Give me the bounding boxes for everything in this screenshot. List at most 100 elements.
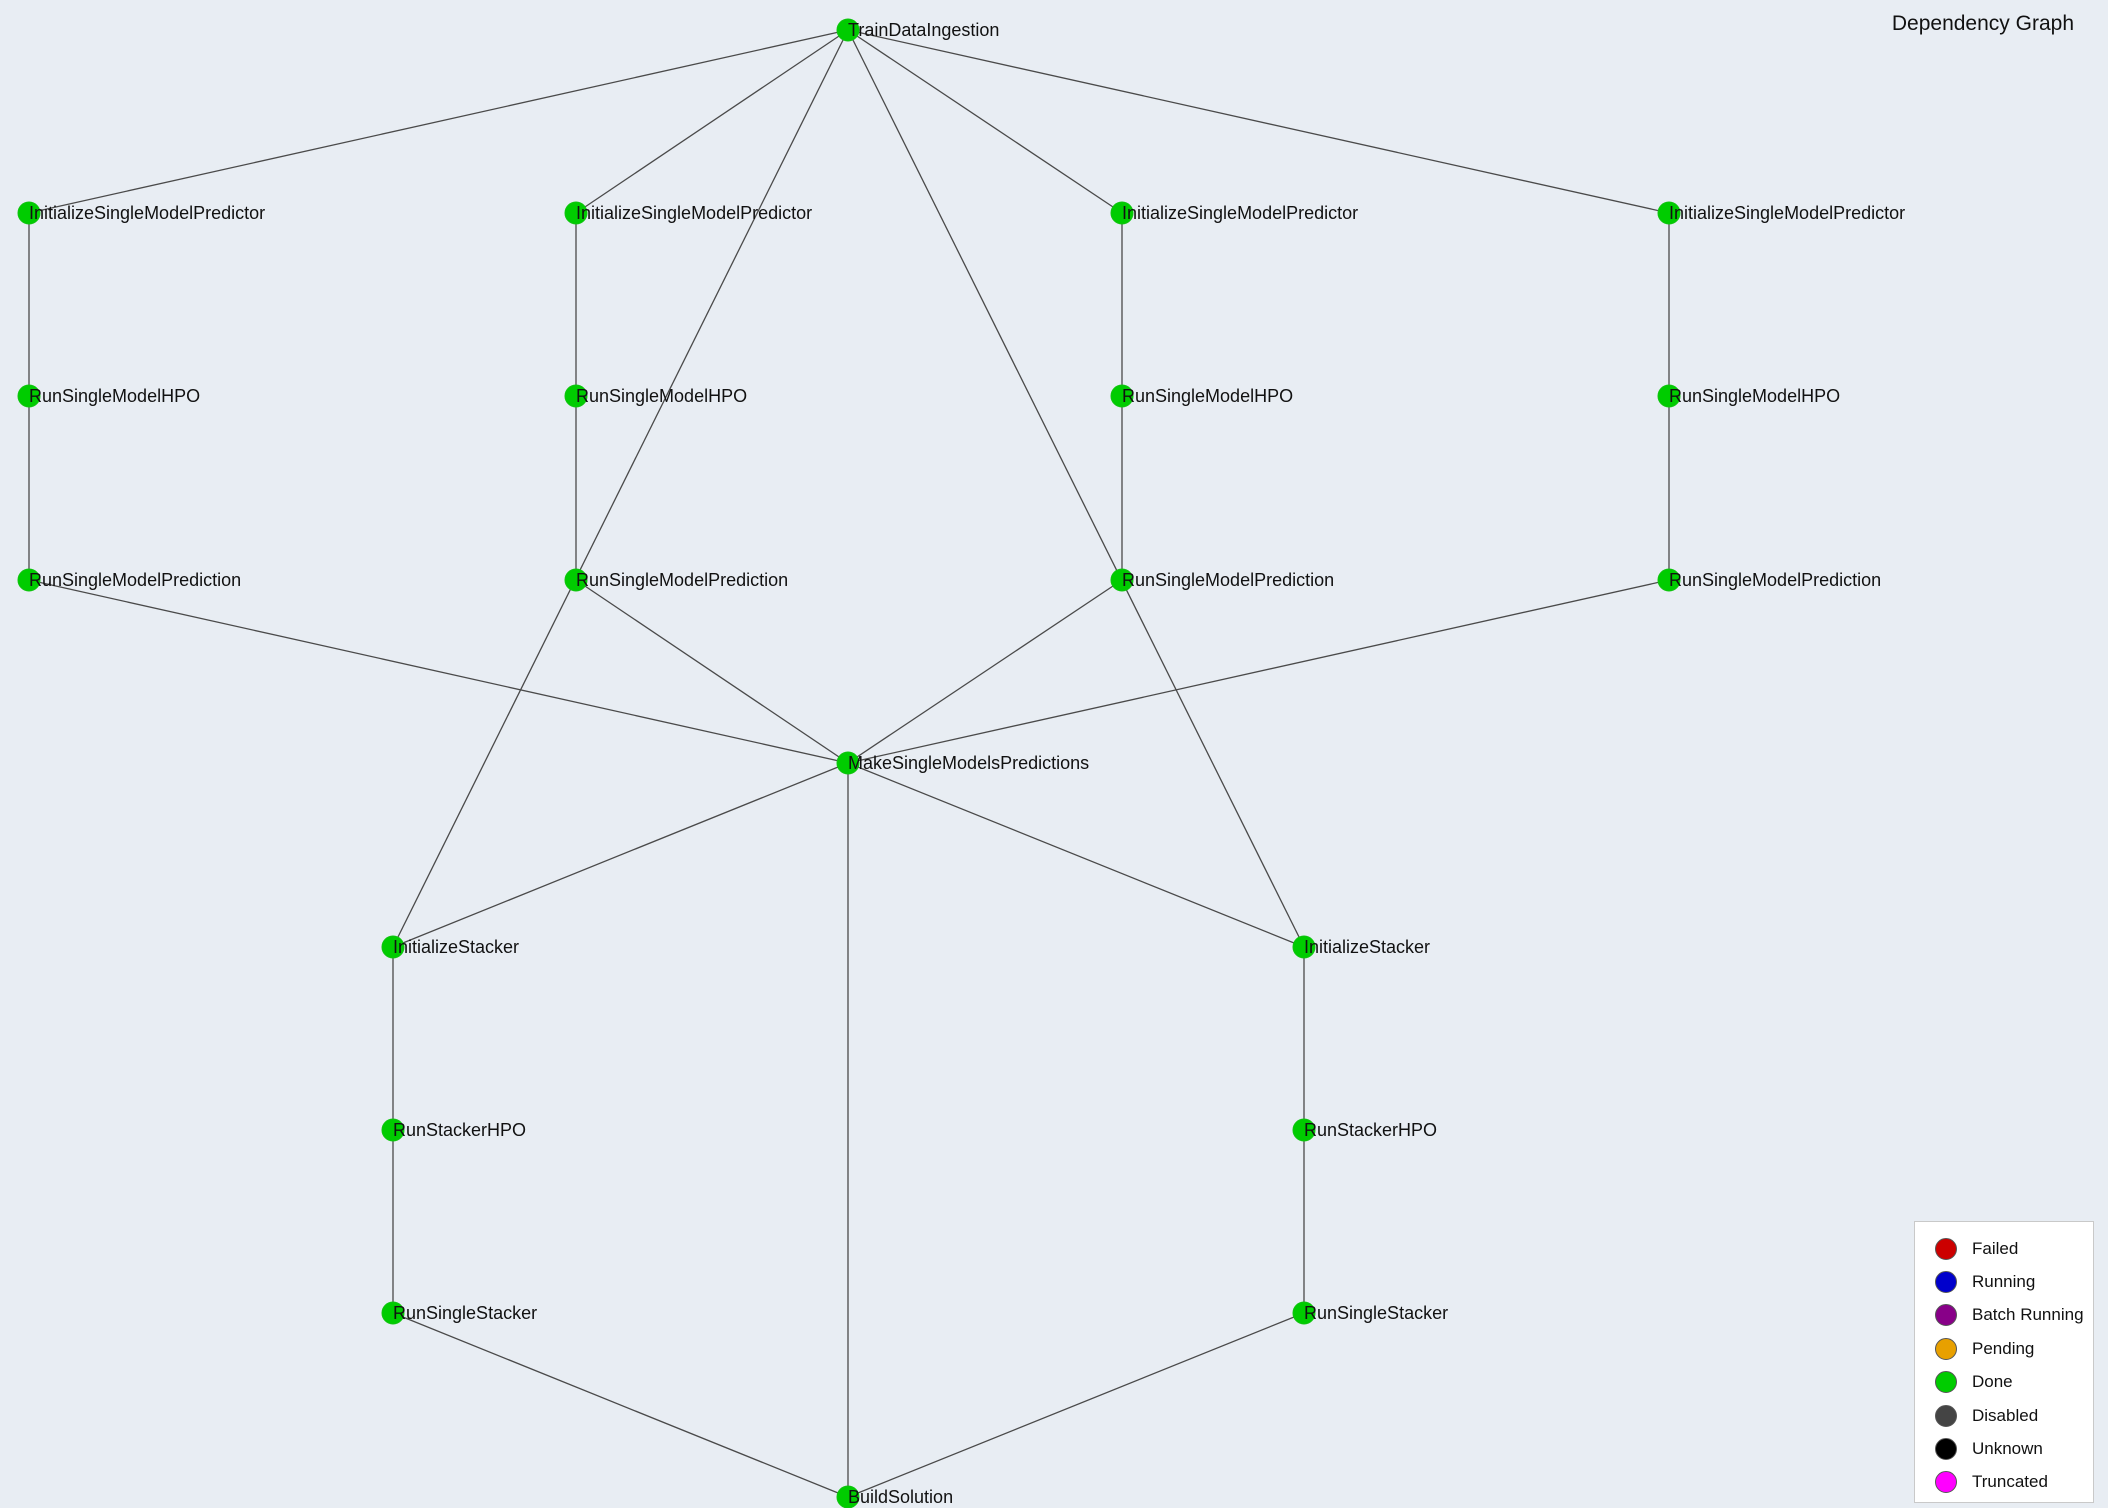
graph-node-stackHpo2[interactable]: RunStackerHPO xyxy=(1292,1118,1437,1142)
node-status-dot[interactable] xyxy=(564,201,588,225)
legend-swatch xyxy=(1935,1271,1957,1294)
legend-label: Done xyxy=(1972,1372,2013,1392)
node-status-dot[interactable] xyxy=(1110,384,1134,408)
legend-label: Unknown xyxy=(1972,1439,2043,1459)
node-label: InitializeStacker xyxy=(393,937,519,957)
graph-node-make[interactable]: MakeSingleModelsPredictions xyxy=(836,751,1089,775)
graph-title: Dependency Graph xyxy=(1891,12,2074,35)
node-label: RunStackerHPO xyxy=(1304,1120,1437,1140)
legend-item-unknown: Unknown xyxy=(1935,1432,2093,1465)
node-label: RunSingleModelHPO xyxy=(29,386,200,406)
node-status-dot[interactable] xyxy=(1657,201,1681,225)
node-status-dot[interactable] xyxy=(1292,1118,1316,1142)
legend-item-failed: Failed xyxy=(1935,1232,2093,1265)
legend-item-truncated: Truncated xyxy=(1935,1466,2093,1499)
node-status-dot[interactable] xyxy=(17,201,41,225)
node-status-dot[interactable] xyxy=(1657,568,1681,592)
edge-train-to-stackInit2 xyxy=(847,29,1305,948)
edge-stackRun1-to-build xyxy=(392,1312,849,1498)
edge-pred2-to-make xyxy=(575,579,849,764)
node-label: InitializeSingleModelPredictor xyxy=(1669,203,1905,223)
node-label: RunSingleModelHPO xyxy=(1122,386,1293,406)
node-label: InitializeStacker xyxy=(1304,937,1430,957)
graph-node-hpo1[interactable]: RunSingleModelHPO xyxy=(17,384,200,408)
legend-label: Batch Running xyxy=(1972,1305,2084,1325)
node-status-dot[interactable] xyxy=(1292,1301,1316,1325)
legend-swatch xyxy=(1935,1371,1957,1394)
legend-label: Running xyxy=(1972,1272,2036,1292)
legend-item-pending: Pending xyxy=(1935,1332,2093,1365)
node-status-dot[interactable] xyxy=(1110,201,1134,225)
graph-node-build[interactable]: BuildSolution xyxy=(836,1485,953,1508)
graph-node-stackHpo1[interactable]: RunStackerHPO xyxy=(381,1118,526,1142)
node-label: RunSingleModelPrediction xyxy=(576,570,788,590)
node-label: InitializeSingleModelPredictor xyxy=(29,203,265,223)
node-status-dot[interactable] xyxy=(1110,568,1134,592)
edge-pred3-to-make xyxy=(847,579,1123,764)
node-status-dot[interactable] xyxy=(564,568,588,592)
node-status-dot[interactable] xyxy=(17,568,41,592)
node-status-dot[interactable] xyxy=(836,18,860,42)
node-status-dot[interactable] xyxy=(1292,935,1316,959)
node-status-dot[interactable] xyxy=(564,384,588,408)
legend-swatch xyxy=(1935,1404,1957,1427)
node-label: RunSingleModelPrediction xyxy=(29,570,241,590)
legend-swatch xyxy=(1935,1304,1957,1327)
node-status-dot[interactable] xyxy=(381,1118,405,1142)
node-status-dot[interactable] xyxy=(17,384,41,408)
edge-train-to-init1 xyxy=(28,29,849,214)
graph-node-pred4[interactable]: RunSingleModelPrediction xyxy=(1657,568,1881,592)
graph-node-pred2[interactable]: RunSingleModelPrediction xyxy=(564,568,788,592)
node-status-dot[interactable] xyxy=(381,935,405,959)
node-label: RunStackerHPO xyxy=(393,1120,526,1140)
node-label: RunSingleModelPrediction xyxy=(1669,570,1881,590)
node-status-dot[interactable] xyxy=(836,751,860,775)
graph-node-hpo2[interactable]: RunSingleModelHPO xyxy=(564,384,747,408)
graph-node-stackRun1[interactable]: RunSingleStacker xyxy=(381,1301,537,1325)
graph-node-init3[interactable]: InitializeSingleModelPredictor xyxy=(1110,201,1358,225)
graph-node-stackInit1[interactable]: InitializeStacker xyxy=(381,935,519,959)
edge-train-to-init4 xyxy=(847,29,1670,214)
legend-label: Disabled xyxy=(1972,1405,2039,1425)
edge-make-to-stackInit1 xyxy=(392,762,849,948)
edges-layer xyxy=(28,29,1670,1498)
graph-node-train[interactable]: TrainDataIngestion xyxy=(836,18,999,42)
node-label: RunSingleStacker xyxy=(1304,1303,1448,1323)
edge-train-to-init3 xyxy=(847,29,1123,214)
legend-swatch xyxy=(1935,1337,1957,1360)
legend-label: Truncated xyxy=(1972,1472,2048,1492)
graph-node-init2[interactable]: InitializeSingleModelPredictor xyxy=(564,201,812,225)
legend-item-running: Running xyxy=(1935,1265,2093,1298)
node-label: RunSingleModelPrediction xyxy=(1122,570,1334,590)
node-status-dot[interactable] xyxy=(381,1301,405,1325)
legend-swatch xyxy=(1935,1471,1957,1494)
node-status-dot[interactable] xyxy=(1657,384,1681,408)
legend-label: Pending xyxy=(1972,1338,2035,1358)
node-status-dot[interactable] xyxy=(836,1485,860,1508)
legend-label: Failed xyxy=(1972,1238,2019,1258)
edge-train-to-init2 xyxy=(575,29,849,214)
node-label: RunSingleModelHPO xyxy=(576,386,747,406)
graph-node-stackRun2[interactable]: RunSingleStacker xyxy=(1292,1301,1448,1325)
graph-node-hpo3[interactable]: RunSingleModelHPO xyxy=(1110,384,1293,408)
legend-item-batch-running: Batch Running xyxy=(1935,1299,2093,1332)
legend-item-disabled: Disabled xyxy=(1935,1399,2093,1432)
node-label: MakeSingleModelsPredictions xyxy=(848,753,1089,773)
node-label: InitializeSingleModelPredictor xyxy=(576,203,812,223)
edge-pred1-to-make xyxy=(28,579,849,764)
graph-node-init4[interactable]: InitializeSingleModelPredictor xyxy=(1657,201,1905,225)
node-label: TrainDataIngestion xyxy=(848,20,999,40)
node-label: InitializeSingleModelPredictor xyxy=(1122,203,1358,223)
graph-node-init1[interactable]: InitializeSingleModelPredictor xyxy=(17,201,265,225)
graph-node-pred1[interactable]: RunSingleModelPrediction xyxy=(17,568,241,592)
graph-node-stackInit2[interactable]: InitializeStacker xyxy=(1292,935,1430,959)
legend-swatch xyxy=(1935,1237,1957,1260)
node-label: BuildSolution xyxy=(848,1487,953,1507)
edge-train-to-stackInit1 xyxy=(392,29,849,948)
edge-stackRun2-to-build xyxy=(847,1312,1305,1498)
graph-node-hpo4[interactable]: RunSingleModelHPO xyxy=(1657,384,1840,408)
graph-node-pred3[interactable]: RunSingleModelPrediction xyxy=(1110,568,1334,592)
edge-make-to-stackInit2 xyxy=(847,762,1305,948)
